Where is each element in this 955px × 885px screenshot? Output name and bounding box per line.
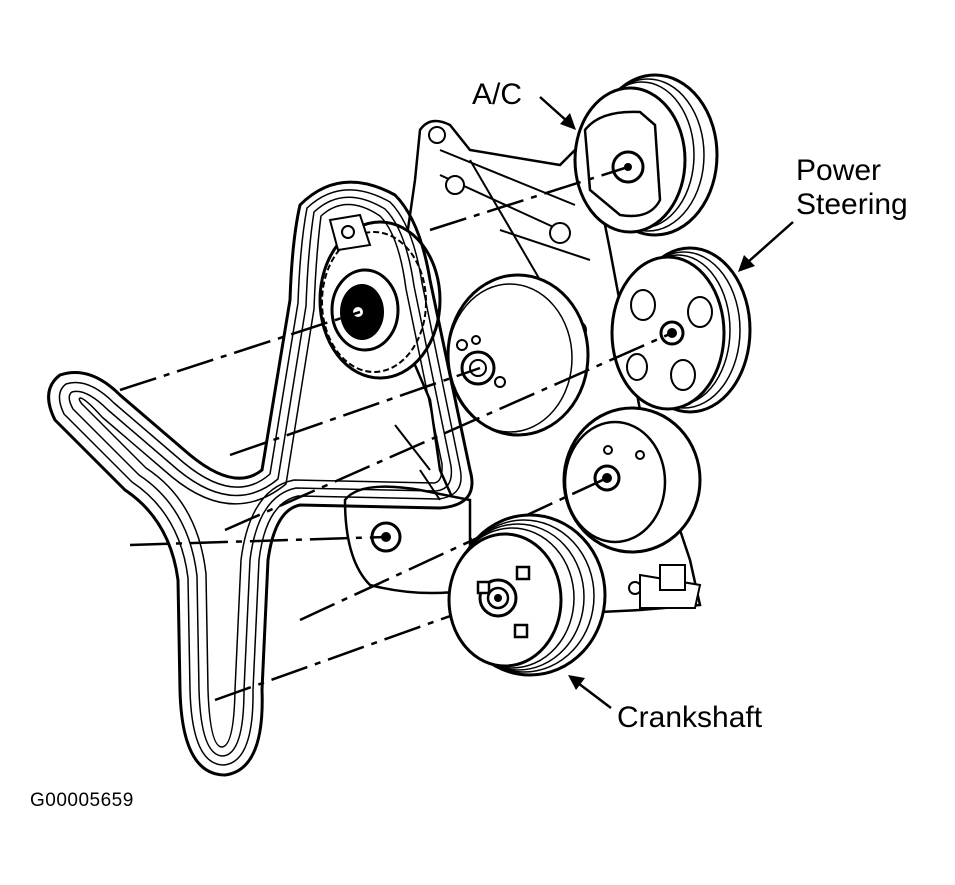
- ac-pulley: [573, 73, 719, 237]
- ac-label: A/C: [472, 78, 523, 111]
- crankshaft-arrow-icon: [568, 675, 585, 690]
- power-steering-arrow-icon: [738, 255, 755, 272]
- power-steering-label-line1: Power: [796, 154, 882, 187]
- crankshaft-label: Crankshaft: [617, 701, 763, 734]
- ac-arrow-icon: [560, 113, 576, 130]
- power-steering-label: Power Steering: [796, 154, 908, 222]
- serpentine-belt: [47, 180, 474, 777]
- power-steering-label-line2: Steering: [796, 188, 908, 221]
- routing-lines: [119, 165, 673, 702]
- crankshaft-pulley: [447, 513, 607, 677]
- leader-arrows: [539, 96, 794, 709]
- figure-id: G00005659: [30, 790, 134, 811]
- idler-pulley: [562, 406, 702, 554]
- power-steering-pulley: [610, 246, 752, 414]
- center-pulley: [446, 273, 590, 437]
